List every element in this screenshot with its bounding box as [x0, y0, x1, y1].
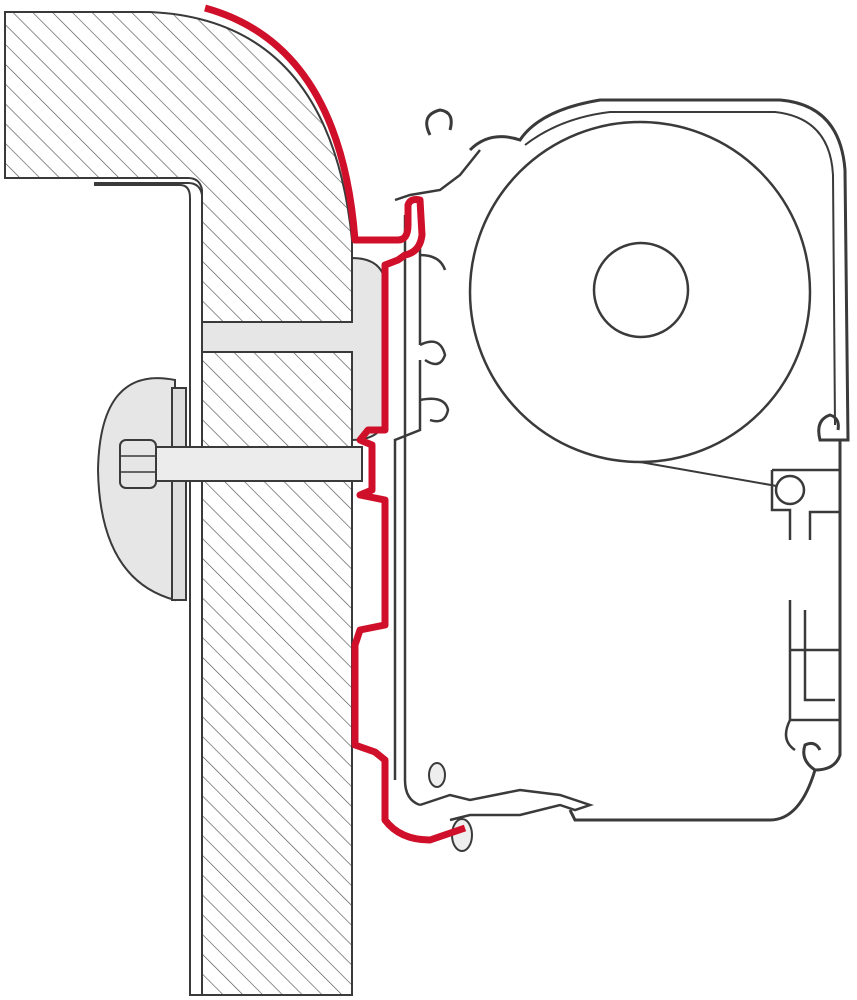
- wall-panel: [94, 182, 203, 996]
- lead-rail-tube: [774, 474, 806, 506]
- awning-case-inner: [524, 111, 836, 426]
- awning-case: [425, 98, 850, 822]
- rail-hooks: [419, 253, 450, 423]
- awning-rail: [393, 149, 481, 807]
- bolt-nut: [119, 439, 157, 489]
- bolt-cap: [96, 377, 176, 602]
- mounting-bolt: [96, 377, 363, 602]
- adapter-rail: [204, 4, 467, 844]
- bolt-washer: [171, 387, 187, 601]
- wall-section: [4, 11, 353, 996]
- fabric-line: [639, 461, 789, 489]
- clip: [428, 762, 446, 788]
- bolt-rod: [139, 446, 363, 482]
- roller-axle: [592, 241, 690, 339]
- bottom-profile: [419, 788, 594, 822]
- lead-rail: [770, 468, 842, 752]
